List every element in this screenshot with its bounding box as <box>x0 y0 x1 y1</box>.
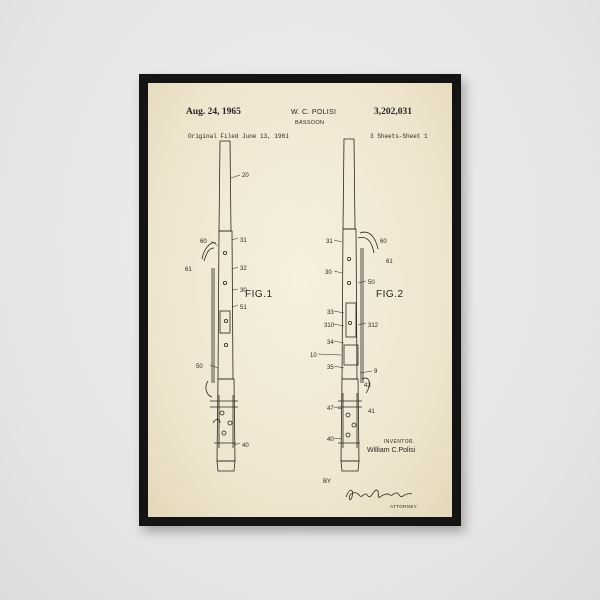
ref-label: 43 <box>364 383 371 389</box>
patent-sheet: Aug. 24, 1965 W. C. POLISI 3,202,031 BAS… <box>148 83 452 517</box>
ref-label: 40 <box>327 437 334 443</box>
fig2-reference-numbers: 31 60 61 30 50 33 310 312 34 10 35 9 43 … <box>310 239 393 443</box>
ref-label: 30 <box>325 270 332 276</box>
ref-label: 40 <box>242 443 249 449</box>
ref-label: 31 <box>240 238 247 244</box>
attorney-signature <box>345 489 413 501</box>
picture-frame: Aug. 24, 1965 W. C. POLISI 3,202,031 BAS… <box>139 74 461 526</box>
ref-label: 47 <box>327 406 334 412</box>
ref-label: 10 <box>310 353 317 359</box>
bassoon-drawing: 20 60 61 31 32 30 51 50 40 31 60 61 30 5… <box>185 138 393 472</box>
ref-label: 32 <box>240 266 247 272</box>
ref-label: 310 <box>324 323 335 329</box>
ref-label: 9 <box>374 369 378 375</box>
ref-label: 50 <box>368 280 375 286</box>
ref-label: 60 <box>200 239 207 245</box>
ref-label: 51 <box>240 305 247 311</box>
patent-number: 3,202,031 <box>374 107 412 117</box>
patent-date: Aug. 24, 1965 <box>186 107 241 117</box>
patent-inventor-header: W. C. POLISI <box>291 109 337 116</box>
fig2-label: FIG.2 <box>376 289 404 300</box>
ref-label: 61 <box>386 259 393 265</box>
attorney-caption: ATTORNEY <box>390 504 418 509</box>
fig1-label: FIG.1 <box>245 289 273 300</box>
ref-label: 35 <box>327 365 334 371</box>
ref-label: 20 <box>242 173 249 179</box>
fig1-bassoon <box>201 140 238 472</box>
ref-label: 50 <box>196 364 203 370</box>
fig1-reference-numbers: 20 60 61 31 32 30 51 50 40 <box>185 173 249 449</box>
ref-label: 30 <box>240 288 247 294</box>
inventor-caption: INVENTOR. <box>384 439 415 445</box>
inventor-name: William C.Polisi <box>367 447 416 454</box>
patent-filed-date: Original Filed June 13, 1961 <box>188 133 289 140</box>
ref-label: 60 <box>380 239 387 245</box>
ref-label: 33 <box>327 310 334 316</box>
reference-leaders <box>209 174 373 446</box>
patent-sheet-count: 3 Sheets-Sheet 1 <box>370 133 428 140</box>
fig2-bassoon <box>338 138 379 472</box>
by-label: BY <box>323 479 332 485</box>
patent-subject: BASSOON <box>295 120 325 126</box>
ref-label: 34 <box>327 340 334 346</box>
ref-label: 41 <box>368 409 375 415</box>
ref-label: 312 <box>368 323 379 329</box>
ref-label: 31 <box>326 239 333 245</box>
ref-label: 61 <box>185 267 192 273</box>
